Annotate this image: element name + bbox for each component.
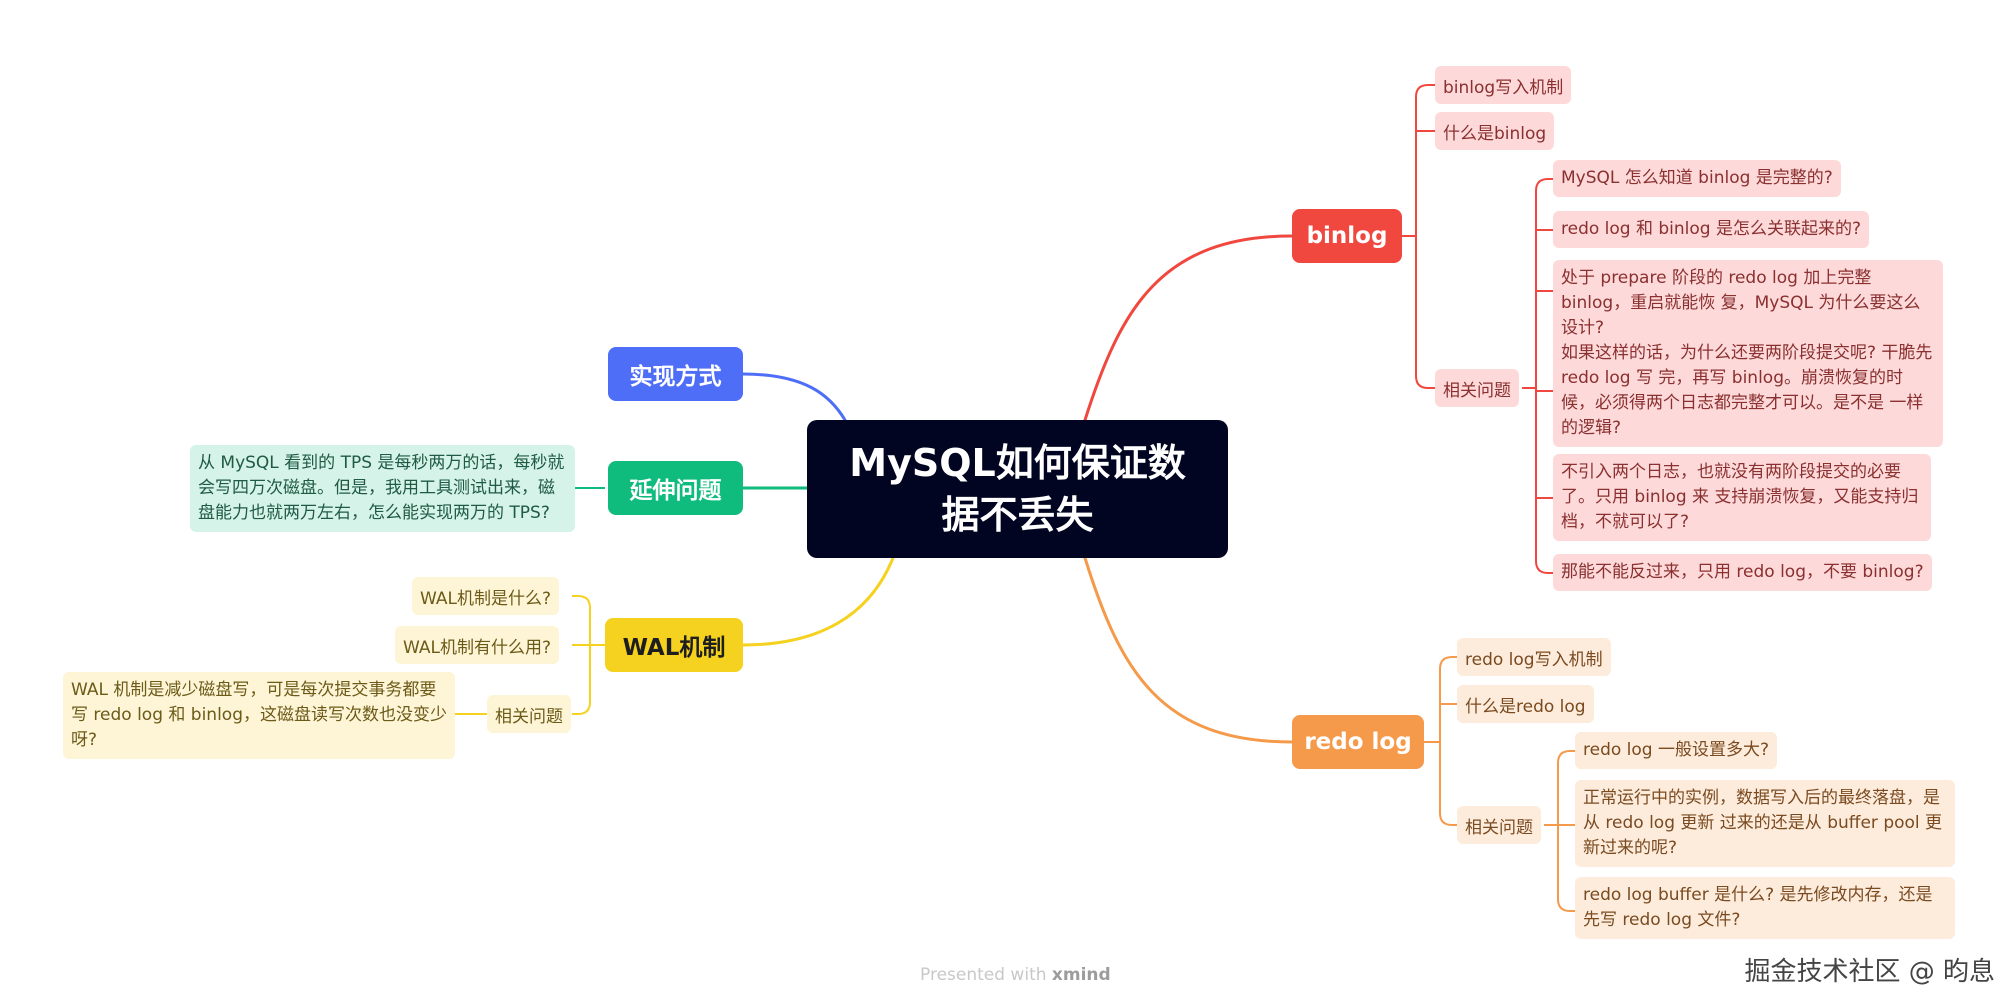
subtopic-redo-log-related[interactable]: 相关问题 [1457, 806, 1541, 844]
topic-extension-questions[interactable]: 延伸问题 [608, 461, 743, 515]
question-redo-3[interactable]: redo log buffer 是什么? 是先修改内存，还是先写 redo lo… [1575, 877, 1955, 939]
topic-binlog[interactable]: binlog [1292, 209, 1402, 263]
note-tps-question[interactable]: 从 MySQL 看到的 TPS 是每秒两万的话，每秒就会写四万次磁盘。但是，我用… [190, 445, 575, 532]
central-topic[interactable]: MySQL如何保证数据不丢失 [807, 420, 1228, 558]
subtopic-redo-log-write[interactable]: redo log写入机制 [1457, 638, 1611, 676]
question-binlog-3[interactable]: 处于 prepare 阶段的 redo log 加上完整 binlog，重启就能… [1553, 260, 1943, 347]
question-binlog-1[interactable]: MySQL 怎么知道 binlog 是完整的? [1553, 160, 1841, 197]
question-binlog-5[interactable]: 不引入两个日志，也就没有两阶段提交的必要了。只用 binlog 来 支持崩溃恢复… [1553, 454, 1931, 541]
subtopic-binlog-related[interactable]: 相关问题 [1435, 369, 1519, 407]
question-binlog-2[interactable]: redo log 和 binlog 是怎么关联起来的? [1553, 211, 1870, 248]
footer-prefix: Presented with [920, 965, 1047, 985]
topic-redo-log[interactable]: redo log [1292, 715, 1424, 769]
topic-implementation[interactable]: 实现方式 [608, 347, 743, 401]
question-binlog-6[interactable]: 那能不能反过来，只用 redo log，不要 binlog? [1553, 554, 1932, 591]
question-wal-1[interactable]: WAL 机制是减少磁盘写，可是每次提交事务都要写 redo log 和 binl… [63, 672, 455, 759]
subtopic-wal-related[interactable]: 相关问题 [487, 695, 571, 733]
subtopic-binlog-write[interactable]: binlog写入机制 [1435, 66, 1572, 104]
xmind-brand: xmind [1051, 965, 1111, 985]
presented-with-footer: Presented with xmind [920, 965, 1111, 985]
subtopic-wal-usage[interactable]: WAL机制有什么用? [395, 626, 560, 664]
topic-wal[interactable]: WAL机制 [605, 618, 743, 672]
subtopic-what-is-wal[interactable]: WAL机制是什么? [412, 577, 560, 615]
question-redo-2[interactable]: 正常运行中的实例，数据写入后的最终落盘，是从 redo log 更新 过来的还是… [1575, 780, 1955, 867]
watermark: 掘金技术社区 @ 昀息 [1744, 957, 1995, 987]
subtopic-what-is-binlog[interactable]: 什么是binlog [1435, 112, 1555, 150]
question-binlog-4[interactable]: 如果这样的话，为什么还要两阶段提交呢? 干脆先 redo log 写 完，再写 … [1553, 335, 1943, 447]
question-redo-1[interactable]: redo log 一般设置多大? [1575, 732, 1778, 769]
subtopic-what-is-redo-log[interactable]: 什么是redo log [1457, 685, 1594, 723]
